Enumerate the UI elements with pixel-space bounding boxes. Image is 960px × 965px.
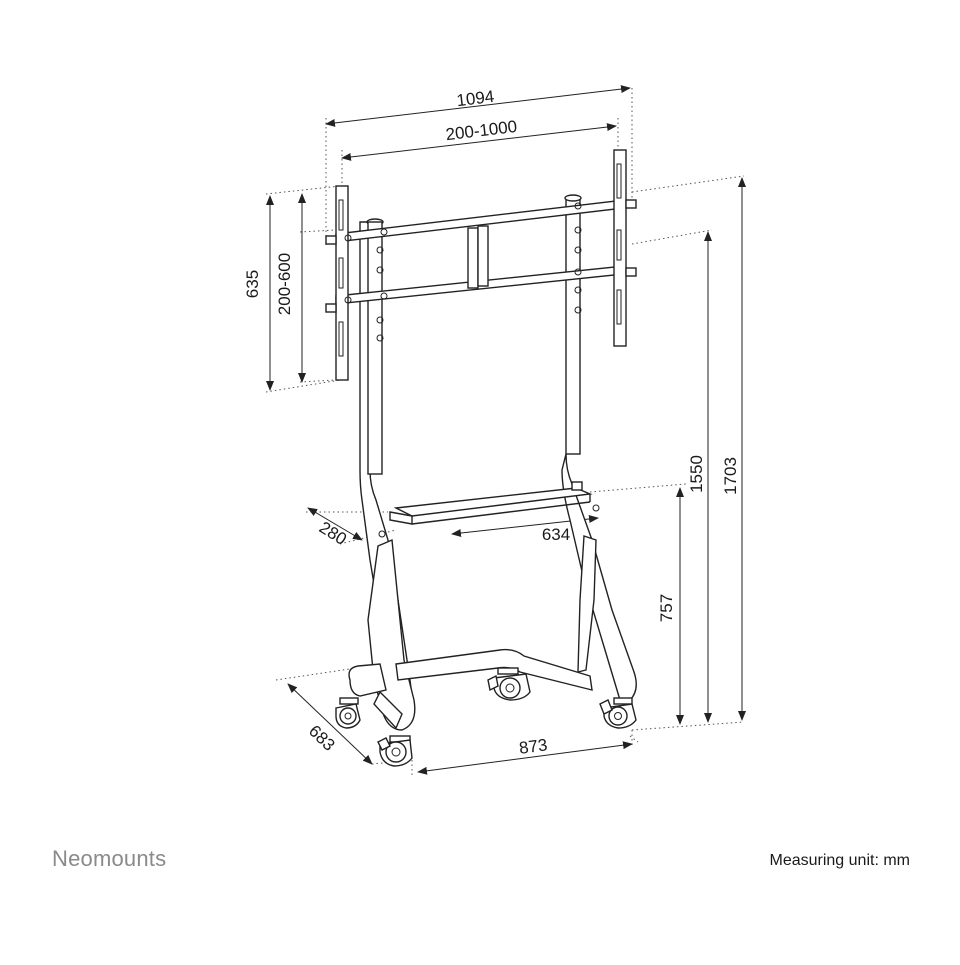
dim-shelf-depth: 280	[316, 518, 350, 549]
measuring-unit-note: Measuring unit: mm	[769, 852, 911, 869]
dim-mount-height: 1550	[687, 455, 706, 493]
dim-bracket-height: 635	[243, 270, 262, 298]
caster-back-right	[487, 667, 531, 701]
dim-shelf-width: 634	[542, 525, 570, 544]
dim-base-width: 873	[518, 735, 549, 758]
caster-back-left	[335, 697, 361, 729]
stand-structure	[348, 194, 637, 731]
column-holes	[376, 226, 582, 342]
caster-front-left	[377, 735, 413, 767]
dimension-lines	[266, 85, 746, 775]
vesa-bracket	[325, 149, 637, 381]
caster-front-right	[599, 697, 637, 729]
dim-vesa-height: 200-600	[275, 253, 294, 315]
dim-shelf-height: 757	[657, 594, 676, 622]
extension-lines	[265, 88, 745, 776]
brand-logo: Neomounts	[52, 846, 167, 871]
casters	[335, 667, 637, 767]
dim-base-depth: 683	[305, 721, 339, 754]
dim-top-height: 1703	[721, 457, 740, 495]
left-arm-slots	[338, 199, 344, 357]
dim-vesa-width: 200-1000	[445, 117, 519, 144]
right-arm-slots	[616, 163, 622, 325]
dim-overall-width: 1094	[455, 87, 495, 110]
